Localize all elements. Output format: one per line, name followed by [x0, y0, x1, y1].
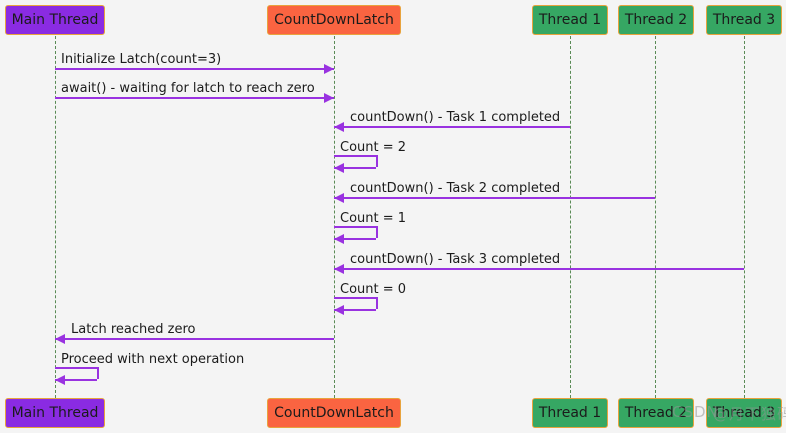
message-label-m9: Latch reached zero — [71, 322, 196, 337]
self-loop-top-m10 — [55, 367, 97, 369]
self-loop-bottom-m6 — [334, 238, 376, 240]
message-label-m3: countDown() - Task 1 completed — [350, 110, 561, 125]
message-label-m2: await() - waiting for latch to reach zer… — [61, 81, 315, 96]
arrow-head-m10 — [55, 375, 65, 385]
message-line-m7 — [334, 268, 744, 270]
participant-label: CountDownLatch — [274, 405, 394, 421]
arrow-head-m8 — [334, 305, 344, 315]
lifeline-countdownlatch — [334, 36, 335, 398]
message-label-m5: countDown() - Task 2 completed — [350, 181, 561, 196]
arrow-head-m6 — [334, 234, 344, 244]
self-loop-top-m4 — [334, 155, 376, 157]
message-line-m2 — [55, 97, 334, 99]
participant-top-main-thread[interactable]: Main Thread — [5, 5, 105, 35]
arrow-head-m7 — [334, 264, 344, 274]
self-loop-bottom-m10 — [55, 379, 97, 381]
participant-top-thread-1[interactable]: Thread 1 — [532, 5, 608, 35]
arrow-head-m2 — [324, 93, 334, 103]
arrow-head-m5 — [334, 193, 344, 203]
participant-label: Thread 3 — [712, 12, 776, 28]
self-loop-bottom-m8 — [334, 309, 376, 311]
lifeline-thread-2 — [655, 36, 656, 398]
participant-label: Thread 1 — [538, 405, 602, 421]
participant-bottom-thread-2[interactable]: Thread 2 — [618, 398, 694, 428]
participant-bottom-thread-3[interactable]: Thread 3 — [706, 398, 782, 428]
participant-label: Thread 1 — [538, 12, 602, 28]
self-loop-bottom-m4 — [334, 167, 376, 169]
participant-top-thread-2[interactable]: Thread 2 — [618, 5, 694, 35]
participant-top-thread-3[interactable]: Thread 3 — [706, 5, 782, 35]
self-loop-side-m8 — [376, 297, 378, 309]
participant-label: Main Thread — [11, 405, 99, 421]
self-loop-top-m6 — [334, 226, 376, 228]
message-line-m3 — [334, 126, 570, 128]
message-label-m4: Count = 2 — [340, 140, 407, 155]
arrow-head-m1 — [324, 64, 334, 74]
lifeline-thread-3 — [744, 36, 745, 398]
message-label-m8: Count = 0 — [340, 282, 407, 297]
participant-label: Thread 2 — [624, 12, 688, 28]
participant-bottom-countdownlatch[interactable]: CountDownLatch — [267, 398, 401, 428]
self-loop-side-m4 — [376, 155, 378, 167]
participant-label: Thread 3 — [712, 405, 776, 421]
arrow-head-m4 — [334, 163, 344, 173]
message-label-m7: countDown() - Task 3 completed — [350, 252, 561, 267]
participant-top-countdownlatch[interactable]: CountDownLatch — [267, 5, 401, 35]
participant-label: Main Thread — [11, 12, 99, 28]
message-line-m1 — [55, 68, 334, 70]
self-loop-side-m6 — [376, 226, 378, 238]
message-line-m9 — [55, 338, 334, 340]
participant-bottom-main-thread[interactable]: Main Thread — [5, 398, 105, 428]
message-label-m10: Proceed with next operation — [61, 352, 245, 367]
arrow-head-m9 — [55, 334, 65, 344]
participant-label: Thread 2 — [624, 405, 688, 421]
participant-bottom-thread-1[interactable]: Thread 1 — [532, 398, 608, 428]
message-label-m1: Initialize Latch(count=3) — [61, 52, 222, 67]
lifeline-thread-1 — [570, 36, 571, 398]
arrow-head-m3 — [334, 122, 344, 132]
participant-label: CountDownLatch — [274, 12, 394, 28]
message-line-m5 — [334, 197, 655, 199]
self-loop-top-m8 — [334, 297, 376, 299]
self-loop-side-m10 — [97, 367, 99, 379]
lifeline-main-thread — [55, 36, 56, 398]
message-label-m6: Count = 1 — [340, 211, 407, 226]
